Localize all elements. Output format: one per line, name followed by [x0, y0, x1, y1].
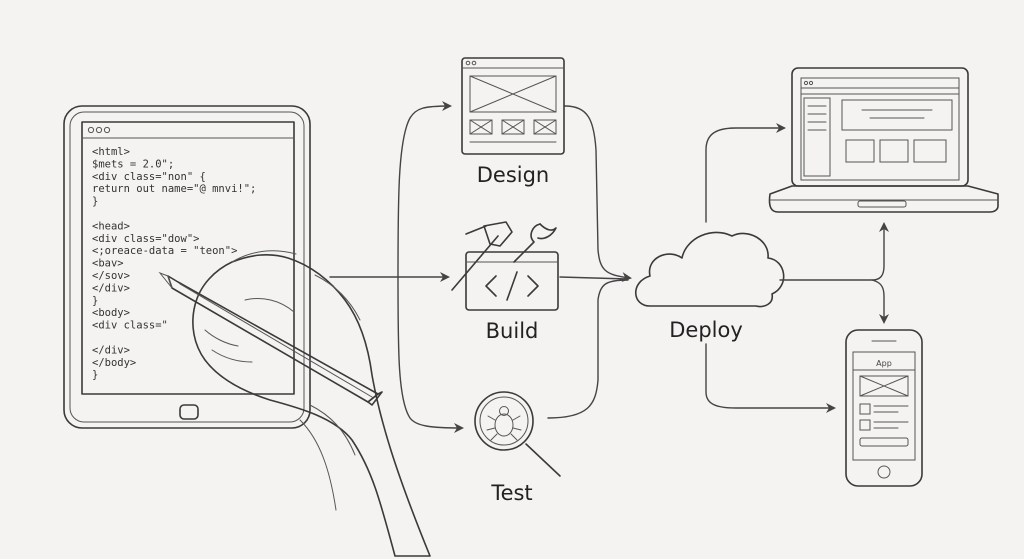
tablet-icon: <html> $mets = 2.0"; <div class="non" { …: [63, 105, 311, 429]
code-line: <div class="dow">: [92, 233, 199, 245]
stage-label-build: Build: [486, 319, 539, 343]
arrow-build-to-deploy: [559, 276, 629, 280]
hammer-icon: [451, 221, 513, 291]
smartphone-icon: App: [845, 329, 923, 487]
arrow-to-design: [397, 101, 452, 278]
arrow-to-test: [397, 276, 464, 433]
code-line: $mets = 2.0";: [92, 158, 174, 170]
code-line: <div class="non" {: [92, 171, 206, 183]
code-line: <bav>: [92, 258, 124, 270]
arrow-to-laptop-bottom: [779, 222, 889, 281]
wireframe-window-icon: [461, 57, 565, 155]
stage-label-test: Test: [490, 481, 532, 505]
code-line: </body>: [92, 357, 136, 369]
code-line: <body>: [92, 307, 130, 319]
code-line: <;oreace-data = "teon">: [92, 245, 237, 257]
code-line: }: [92, 196, 98, 208]
hand-icon: [192, 250, 431, 557]
code-line: }: [92, 369, 98, 381]
code-line: <html>: [92, 146, 130, 158]
code-line: }: [92, 295, 98, 307]
code-line: <div class=": [92, 320, 168, 332]
laptop-icon: [768, 67, 999, 213]
arrow-test-to-deploy: [547, 279, 629, 419]
magnifier-bug-icon: [474, 391, 561, 477]
cloud-icon: [634, 231, 785, 308]
wrench-icon: [513, 223, 557, 263]
arrow-to-phone-top: [871, 279, 889, 324]
code-line: </sov>: [92, 270, 130, 282]
app-title: App: [876, 359, 892, 368]
code-editor: <html> $mets = 2.0"; <div class="non" { …: [92, 146, 256, 381]
pencil-icon: [158, 271, 383, 406]
stage-label-deploy: Deploy: [669, 318, 743, 342]
stage-label-design: Design: [477, 163, 550, 187]
code-line: return out name="@ mnvi!";: [92, 183, 256, 195]
arrow-to-phone: [705, 343, 836, 413]
arrow-design-to-deploy: [564, 105, 632, 283]
home-button-icon: [179, 404, 199, 420]
phone-home-button-icon: [877, 465, 891, 479]
code-window-icon: [465, 251, 559, 311]
code-line: </div>: [92, 282, 130, 294]
arrow-to-laptop-top: [705, 123, 786, 223]
code-line: </div>: [92, 344, 130, 356]
code-line: <head>: [92, 220, 130, 232]
